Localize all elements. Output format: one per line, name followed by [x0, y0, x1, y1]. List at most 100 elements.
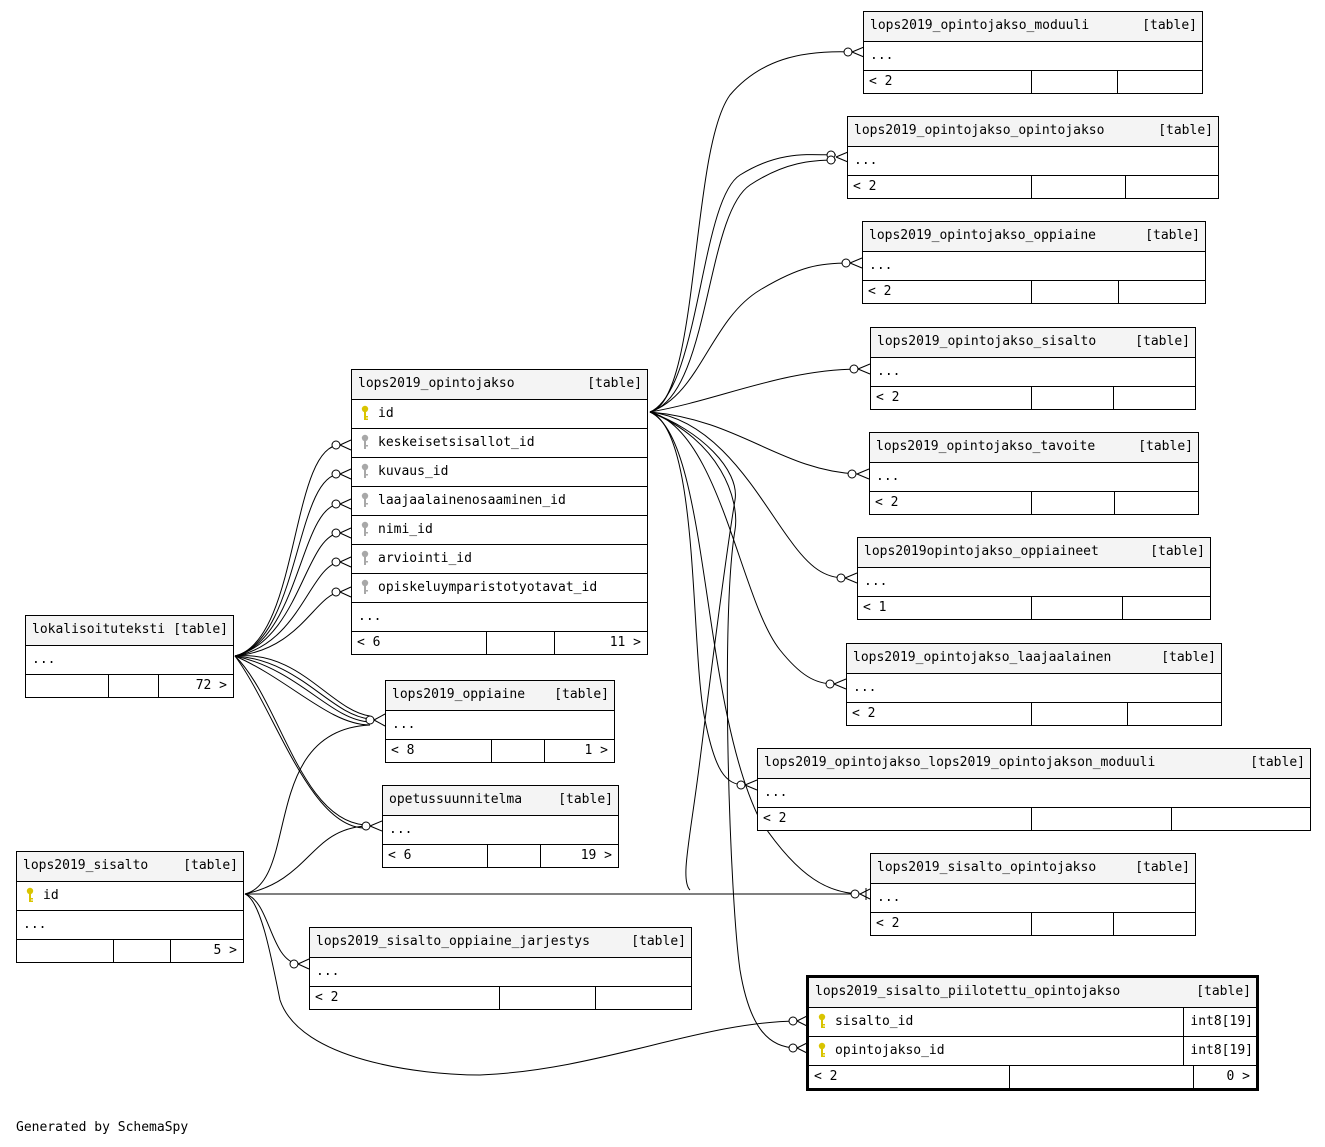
- primary-key-icon: [361, 405, 369, 420]
- parents-link[interactable]: < 2: [875, 495, 899, 510]
- table-name[interactable]: lops2019opintojakso_oppiaineet: [864, 544, 1099, 559]
- table-opintojakso-lops2019-opintojakson-moduuli[interactable]: lops2019_opintojakso_lops2019_opintojaks…: [757, 748, 1311, 831]
- edge-lokal-keskeiset: [234, 444, 341, 657]
- edge-opintojakso-oppiaine: [649, 262, 851, 413]
- children-link[interactable]: 0 >: [1226, 1069, 1250, 1084]
- table-name[interactable]: lops2019_opintojakso_moduuli: [870, 18, 1090, 33]
- table-name[interactable]: lops2019_opintojakso_laajaalainen: [853, 650, 1112, 665]
- parents-link[interactable]: < 2: [763, 811, 787, 826]
- table-header: lops2019_opintojakso_lops2019_opintojaks…: [758, 749, 1310, 778]
- table-header: lops2019_opintojakso_oppiaine [table]: [863, 222, 1205, 251]
- table-name[interactable]: lops2019_sisalto: [23, 858, 149, 873]
- column-type: int8[19]: [1190, 1014, 1253, 1029]
- primary-key-icon: [818, 1042, 826, 1057]
- more-columns: ...: [848, 146, 1218, 175]
- table-name[interactable]: lops2019_opintojakso_oppiaine: [869, 228, 1096, 243]
- table-type-tag: [table]: [1142, 18, 1197, 33]
- table-name[interactable]: opetussuunnitelma: [389, 792, 523, 807]
- column-row[interactable]: id: [17, 881, 243, 910]
- table-opintojakso-oppiaineet[interactable]: lops2019opintojakso_oppiaineet [table] .…: [857, 537, 1211, 620]
- table-opintojakso-tavoite[interactable]: lops2019_opintojakso_tavoite [table] ...…: [869, 432, 1199, 515]
- table-name[interactable]: lops2019_opintojakso_sisalto: [877, 334, 1097, 349]
- parents-link[interactable]: < 2: [853, 179, 877, 194]
- parents-link[interactable]: < 2: [876, 390, 900, 405]
- table-lokalisoituteksti[interactable]: lokalisoituteksti [table] ... 72 >: [25, 615, 234, 698]
- column-name: id: [43, 888, 59, 903]
- table-type-tag: [table]: [554, 687, 609, 702]
- table-header: opetussuunnitelma [table]: [383, 786, 618, 815]
- table-name[interactable]: lops2019_opintojakso_opintojakso: [854, 123, 1105, 138]
- table-sisalto-opintojakso[interactable]: lops2019_sisalto_opintojakso [table] ...…: [870, 853, 1196, 936]
- parents-link[interactable]: < 2: [852, 706, 876, 721]
- column-row[interactable]: nimi_id: [352, 515, 647, 544]
- edge-opintojakso-tavoite: [649, 411, 858, 475]
- table-sisalto-oppiaine-jarjestys[interactable]: lops2019_sisalto_oppiaine_jarjestys [tab…: [309, 927, 692, 1010]
- children-link[interactable]: 11 >: [609, 635, 641, 650]
- table-opintojakso-laajaalainen[interactable]: lops2019_opintojakso_laajaalainen [table…: [846, 643, 1222, 726]
- table-type-tag: [table]: [1145, 228, 1200, 243]
- foreign-key-icon: [361, 463, 369, 478]
- table-header: lops2019_opintojakso [table]: [352, 370, 647, 399]
- edge-opintojakso-oj-2: [649, 159, 837, 413]
- primary-key-icon: [818, 1013, 826, 1028]
- generated-by-credit: Generated by SchemaSpy: [16, 1120, 189, 1135]
- table-type-tag: [table]: [1250, 755, 1305, 770]
- more-columns: ...: [864, 41, 1202, 70]
- column-name: nimi_id: [378, 522, 433, 537]
- column-row[interactable]: keskeisetsisallot_id: [352, 428, 647, 457]
- table-name[interactable]: lops2019_sisalto_opintojakso: [877, 860, 1097, 875]
- children-link[interactable]: 1 >: [584, 743, 608, 758]
- table-type-tag: [table]: [1196, 984, 1251, 999]
- table-opetussuunnitelma[interactable]: opetussuunnitelma [table] ... < 6 19 >: [382, 785, 619, 868]
- column-name: kuvaus_id: [378, 464, 449, 479]
- parents-link[interactable]: < 6: [357, 635, 381, 650]
- table-name[interactable]: lops2019_sisalto_oppiaine_jarjestys: [316, 934, 590, 949]
- table-name[interactable]: lops2019_opintojakso_lops2019_opintojaks…: [764, 755, 1156, 770]
- children-link[interactable]: 19 >: [580, 848, 612, 863]
- parents-link[interactable]: < 1: [863, 600, 887, 615]
- parents-link[interactable]: < 8: [391, 743, 415, 758]
- table-name[interactable]: lops2019_sisalto_piilotettu_opintojakso: [815, 984, 1121, 999]
- table-footer: < 2: [864, 70, 1202, 93]
- children-link[interactable]: 5 >: [213, 943, 237, 958]
- column-row[interactable]: opiskeluymparistotyotavat_id: [352, 573, 647, 602]
- table-type-tag: [table]: [1138, 439, 1193, 454]
- parents-link[interactable]: < 2: [869, 74, 893, 89]
- column-row[interactable]: kuvaus_id: [352, 457, 647, 486]
- parents-link[interactable]: < 2: [315, 990, 339, 1005]
- parents-link[interactable]: < 2: [868, 284, 892, 299]
- table-type-tag: [table]: [173, 622, 228, 637]
- edge-opintojakso-sisalto: [649, 368, 859, 413]
- column-row[interactable]: laajaalainenosaaminen_id: [352, 486, 647, 515]
- table-opintojakso[interactable]: lops2019_opintojakso [table] id keskeise…: [351, 369, 648, 655]
- table-header: lops2019_sisalto_oppiaine_jarjestys [tab…: [310, 928, 691, 957]
- table-name[interactable]: lokalisoituteksti: [32, 622, 166, 637]
- table-name[interactable]: lops2019_opintojakso: [358, 376, 515, 391]
- table-sisalto-piilotettu-opintojakso[interactable]: lops2019_sisalto_piilotettu_opintojakso …: [806, 975, 1259, 1091]
- column-row[interactable]: arviointi_id: [352, 544, 647, 573]
- table-name[interactable]: lops2019_oppiaine: [392, 687, 526, 702]
- column-type: int8[19]: [1190, 1043, 1253, 1058]
- table-opintojakso-opintojakso[interactable]: lops2019_opintojakso_opintojakso [table]…: [847, 116, 1219, 199]
- more-columns: ...: [871, 357, 1195, 386]
- parents-link[interactable]: < 2: [814, 1069, 838, 1084]
- table-opintojakso-sisalto[interactable]: lops2019_opintojakso_sisalto [table] ...…: [870, 327, 1196, 410]
- table-opintojakso-oppiaine[interactable]: lops2019_opintojakso_oppiaine [table] ..…: [862, 221, 1206, 304]
- column-row[interactable]: sisalto_id int8[19]: [809, 1007, 1256, 1036]
- table-opintojakso-moduuli[interactable]: lops2019_opintojakso_moduuli [table] ...…: [863, 11, 1203, 94]
- table-sisalto[interactable]: lops2019_sisalto [table] id ... 5 >: [16, 851, 244, 963]
- column-row[interactable]: id: [352, 399, 647, 428]
- edge-lokal-oppiaine-3: [234, 655, 371, 723]
- parents-link[interactable]: < 6: [388, 848, 412, 863]
- table-name[interactable]: lops2019_opintojakso_tavoite: [876, 439, 1096, 454]
- edge-lokal-kuvaus: [234, 473, 341, 657]
- parents-link[interactable]: < 2: [876, 916, 900, 931]
- edge-sisalto-piilo: [244, 893, 798, 1076]
- table-oppiaine[interactable]: lops2019_oppiaine [table] ... < 8 1 >: [385, 680, 615, 763]
- foreign-key-icon: [361, 521, 369, 536]
- table-header: lops2019_sisalto_piilotettu_opintojakso …: [809, 978, 1256, 1007]
- column-row[interactable]: opintojakso_id int8[19]: [809, 1036, 1256, 1065]
- edge-sisalto-oppiaine: [244, 724, 371, 895]
- children-link[interactable]: 72 >: [195, 678, 227, 693]
